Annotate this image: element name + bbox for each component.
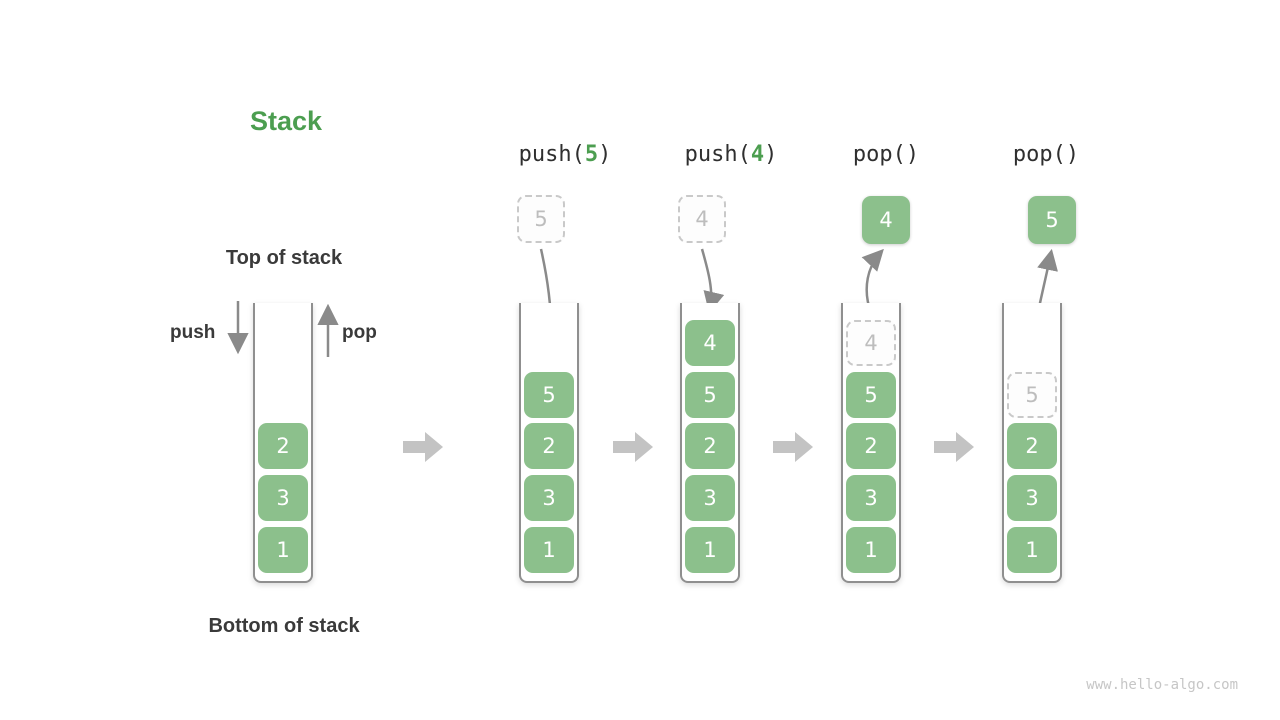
- stack-element: 1: [1007, 527, 1057, 573]
- op-pop2-pre: pop(: [1012, 142, 1066, 167]
- floating-element-4-ghost: 4: [678, 195, 726, 243]
- stage-arrow-2-icon: [613, 432, 653, 462]
- watermark: www.hello-algo.com: [1086, 677, 1238, 693]
- op-pop1-pre: pop(: [852, 142, 906, 167]
- stack-element: 2: [846, 423, 896, 469]
- stack-element: 2: [524, 423, 574, 469]
- popped-element-4: 4: [862, 196, 910, 244]
- op-push5-arg: 5: [584, 142, 599, 167]
- stack-element-ghost: 4: [846, 320, 896, 366]
- stack-element: 1: [685, 527, 735, 573]
- stack-element: 5: [524, 372, 574, 418]
- stack-element: 1: [846, 527, 896, 573]
- top-of-stack-label: Top of stack: [225, 247, 343, 269]
- op-push5-pre: push(: [518, 142, 585, 167]
- floating-element-5-ghost: 5: [517, 195, 565, 243]
- stack-container-push5: 5 2 3 1: [519, 303, 579, 583]
- diagram-title: Stack: [250, 106, 323, 136]
- op-pop1-post: ): [905, 142, 920, 167]
- stage-arrow-3-icon: [773, 432, 813, 462]
- push4-curved-arrow-icon: [700, 248, 725, 314]
- stack-element: 3: [258, 475, 308, 521]
- op-label-pop-second: pop(): [1013, 142, 1079, 167]
- stack-element: 2: [1007, 423, 1057, 469]
- op-label-pop-first: pop(): [853, 142, 919, 167]
- stack-container-pop-first: 4 5 2 3 1: [841, 303, 901, 583]
- stack-element: 3: [846, 475, 896, 521]
- stack-container-push4: 4 5 2 3 1: [680, 303, 740, 583]
- op-label-push4: push(4): [685, 142, 778, 167]
- op-pop2-post: ): [1065, 142, 1080, 167]
- op-push5-post: ): [598, 142, 612, 167]
- stack-element-ghost: 5: [1007, 372, 1057, 418]
- op-label-push5: push(5): [519, 142, 612, 167]
- op-push4-arg: 4: [750, 142, 765, 167]
- pop-label: pop: [342, 322, 377, 343]
- stack-element: 3: [524, 475, 574, 521]
- stage-arrow-4-icon: [934, 432, 974, 462]
- op-push4-pre: push(: [684, 142, 751, 167]
- stack-element: 3: [685, 475, 735, 521]
- stack-element: 5: [846, 372, 896, 418]
- stack-element: 1: [524, 527, 574, 573]
- popped-element-5: 5: [1028, 196, 1076, 244]
- bottom-of-stack-label: Bottom of stack: [208, 615, 360, 637]
- stack-element: 5: [685, 372, 735, 418]
- op-push4-post: ): [764, 142, 778, 167]
- stack-element: 4: [685, 320, 735, 366]
- stack-element: 2: [258, 423, 308, 469]
- stack-element: 3: [1007, 475, 1057, 521]
- stage-arrow-1-icon: [403, 432, 443, 462]
- stack-element: 2: [685, 423, 735, 469]
- push-label: push: [170, 322, 216, 343]
- stack-container-pop-second: 5 2 3 1: [1002, 303, 1062, 583]
- stack-container-initial: 2 3 1: [253, 303, 313, 583]
- stack-element: 1: [258, 527, 308, 573]
